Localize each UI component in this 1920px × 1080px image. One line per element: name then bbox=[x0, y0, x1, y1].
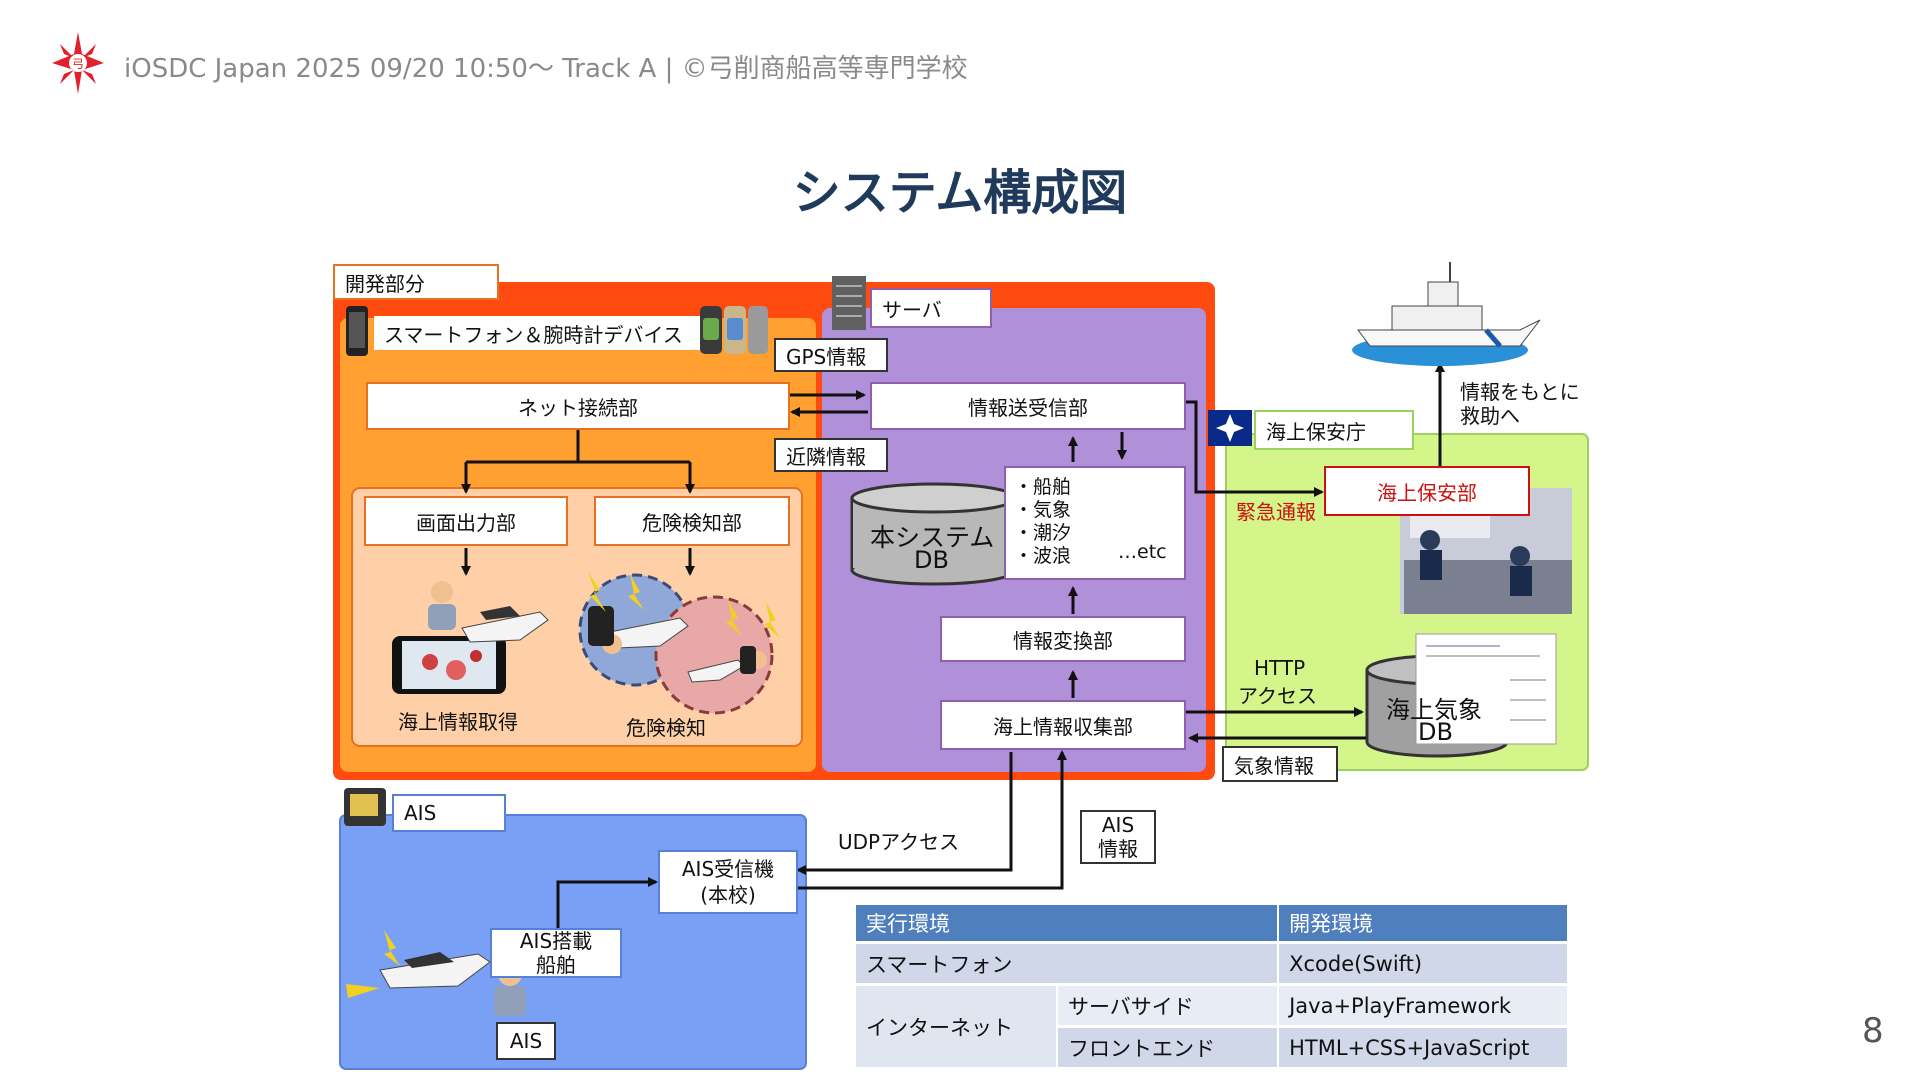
db-item-wave: ・波浪 bbox=[1014, 545, 1072, 567]
env-cell-sub: サーバサイド bbox=[1057, 983, 1280, 1027]
rescue-label-2: 救助へ bbox=[1460, 404, 1520, 428]
ais-ship-line2: 船舶 bbox=[536, 953, 576, 977]
ais-info-box: AIS 情報 bbox=[1080, 810, 1156, 864]
ais-receiver-box: AIS受信機 (本校) bbox=[658, 850, 798, 914]
coastguard-office-box: 海上保安部 bbox=[1324, 466, 1530, 516]
ais-receiver-line2: (本校) bbox=[700, 883, 756, 907]
screen-output-box: 画面出力部 bbox=[364, 496, 568, 546]
ais-small-label: AIS bbox=[496, 1022, 556, 1060]
weather-db-label-2: DB bbox=[1418, 718, 1453, 746]
db-item-ship: ・船舶 bbox=[1014, 476, 1072, 498]
table-row: フロントエンド HTML+CSS+JavaScript bbox=[856, 1025, 1569, 1067]
patrol-ship-image bbox=[1352, 262, 1541, 366]
table-row: インターネット サーバサイド Java+PlayFramework bbox=[856, 983, 1569, 1067]
smartphone-area-label: スマートフォン＆腕時計デバイス bbox=[374, 316, 700, 350]
danger-boat-image bbox=[588, 572, 780, 683]
ais-device-icon bbox=[344, 788, 386, 826]
net-connect-box: ネット接続部 bbox=[366, 382, 790, 430]
env-cell-runtime: スマートフォン bbox=[856, 941, 1280, 985]
db-item-etc: …etc bbox=[1118, 541, 1167, 563]
db-item-weather: ・気象 bbox=[1014, 499, 1072, 521]
neighbor-info-label: 近隣情報 bbox=[774, 438, 888, 472]
svg-text:弓: 弓 bbox=[72, 57, 84, 71]
env-cell-dev: HTML+CSS+JavaScript bbox=[1278, 1025, 1569, 1067]
env-cell-sub: フロントエンド bbox=[1057, 1025, 1280, 1067]
dev-area-label: 開発部分 bbox=[333, 264, 499, 300]
emergency-call-label: 緊急通報 bbox=[1236, 500, 1316, 524]
smartphone-icon bbox=[346, 306, 368, 356]
server-icon bbox=[832, 276, 866, 330]
marine-collect-box: 海上情報収集部 bbox=[940, 700, 1186, 750]
info-convert-box: 情報変換部 bbox=[940, 616, 1186, 662]
system-db-cylinder bbox=[850, 482, 1018, 586]
environment-table: 実行環境 開発環境 スマートフォン Xcode(Swift) インターネット サ… bbox=[856, 905, 1569, 1067]
coastguard-agency-label: 海上保安庁 bbox=[1254, 410, 1414, 450]
env-cell-dev: Xcode(Swift) bbox=[1278, 941, 1569, 985]
env-header-dev: 開発環境 bbox=[1278, 905, 1569, 943]
danger-detect-label: 危険検知 bbox=[626, 716, 706, 740]
system-db-label-1: 本システム bbox=[870, 523, 995, 552]
db-item-tide: ・潮汐 bbox=[1014, 522, 1072, 544]
env-cell-dev: Java+PlayFramework bbox=[1278, 983, 1569, 1027]
system-db-label-2: DB bbox=[914, 546, 949, 574]
header-text: iOSDC Japan 2025 09/20 10:50〜 Track A | … bbox=[124, 54, 968, 84]
ais-area-label: AIS bbox=[392, 794, 506, 832]
danger-detect-unit-box: 危険検知部 bbox=[594, 496, 790, 546]
ais-info-line2: 情報 bbox=[1098, 837, 1138, 861]
udp-access-label: UDPアクセス bbox=[838, 830, 960, 854]
info-transceiver-box: 情報送受信部 bbox=[870, 382, 1186, 430]
env-cell-runtime: インターネット bbox=[856, 983, 1058, 1067]
gps-info-label: GPS情報 bbox=[774, 338, 888, 372]
ais-ship-label-box: AIS搭載 船舶 bbox=[490, 928, 622, 978]
smartwatch-icon bbox=[700, 306, 768, 354]
coastguard-flag-icon bbox=[1208, 410, 1252, 446]
server-area-label: サーバ bbox=[870, 288, 992, 328]
page-number: 8 bbox=[1862, 1011, 1884, 1051]
marine-info-get-label: 海上情報取得 bbox=[398, 710, 518, 734]
phone-map-image bbox=[392, 636, 506, 694]
weather-info-label: 気象情報 bbox=[1222, 746, 1338, 782]
weather-db-label-1: 海上気象 bbox=[1386, 696, 1482, 724]
ais-ship-line1: AIS搭載 bbox=[519, 929, 593, 953]
weather-document-image bbox=[1415, 633, 1557, 745]
http-label-2: アクセス bbox=[1238, 684, 1317, 708]
table-row: スマートフォン Xcode(Swift) bbox=[856, 941, 1569, 985]
ais-info-line1: AIS bbox=[1101, 813, 1135, 837]
env-header-runtime: 実行環境 bbox=[856, 905, 1280, 943]
rescue-label-1: 情報をもとに bbox=[1460, 380, 1580, 404]
page-title: システム構成図 bbox=[792, 165, 1128, 221]
ais-receiver-line1: AIS受信機 bbox=[681, 857, 775, 881]
db-items-box: ・船舶 ・気象 ・潮汐 ・波浪 …etc bbox=[1004, 466, 1186, 580]
http-label-1: HTTP bbox=[1254, 656, 1306, 680]
school-crest-icon: 弓 bbox=[50, 30, 106, 96]
user-boat-image bbox=[428, 581, 549, 643]
